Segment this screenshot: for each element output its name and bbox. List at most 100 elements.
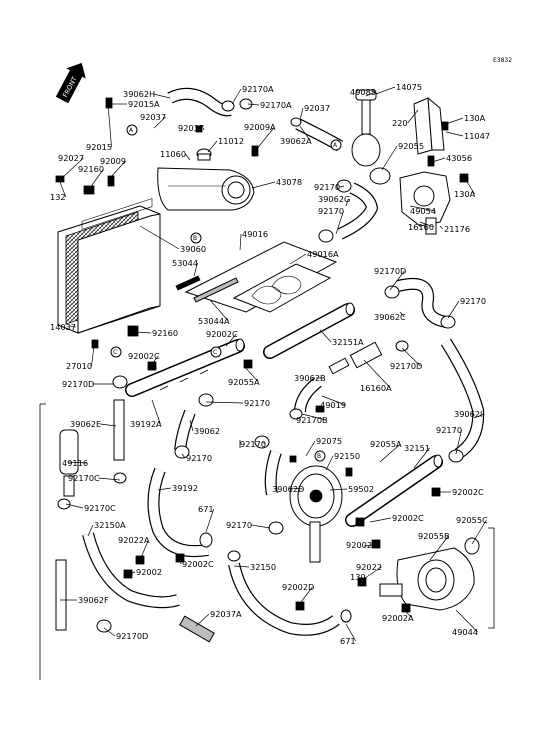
marker-b-left: B (193, 235, 197, 242)
leader-line (455, 429, 462, 455)
leader-line (365, 91, 376, 97)
leader-line (369, 517, 392, 523)
marker-a-right: A (333, 142, 338, 149)
part-number-label: 92002D (282, 582, 314, 592)
part-drawings: E3832 FRONT (39, 57, 512, 680)
leader-line (107, 103, 112, 148)
part-number-label: 92170B (296, 415, 328, 425)
part-number-label: 92170D (374, 266, 406, 276)
part-number-label: 39062 (194, 426, 220, 436)
part-number-label: 132 (50, 192, 66, 202)
part-number-label: 92150 (334, 451, 360, 461)
part-number-label: 92002C (392, 513, 424, 523)
part-number-label: 16160A (360, 383, 392, 393)
leader-line (243, 365, 259, 383)
part-number-label: 49085 (350, 87, 376, 97)
part-number-label: 130A (464, 113, 486, 123)
pipe-cap (179, 615, 215, 643)
leader-line (345, 623, 357, 642)
leader-line (289, 253, 307, 265)
leader-line (247, 103, 260, 106)
leader-line (153, 116, 166, 129)
part-number-label: 39192 (172, 483, 198, 493)
part-number-label: 92002C (206, 329, 238, 339)
part-number-label: 49019 (320, 400, 346, 410)
marker-b-right: B (317, 453, 321, 460)
part-number-label: 92037 (140, 112, 166, 122)
leader-line (335, 210, 344, 235)
leader-line (153, 93, 171, 99)
leader-line (381, 145, 398, 171)
part-number-label: 49016A (307, 249, 339, 259)
reference-markers: A A B B C C (110, 124, 342, 462)
part-number-label: 92002C (128, 351, 160, 361)
leader-line (319, 329, 332, 343)
part-number-label: 92055C (456, 515, 488, 525)
leader-line (399, 311, 405, 318)
marker-c-right: C (213, 349, 217, 356)
diagram-code: E3832 (493, 57, 512, 64)
leader-line (139, 225, 180, 250)
leader-line (149, 355, 159, 367)
leader-line (473, 413, 485, 419)
leader-line (345, 198, 349, 207)
water-pipe-right (345, 454, 443, 527)
bypass-pipes (55, 399, 125, 631)
leader-line (329, 488, 348, 491)
leader-line (195, 613, 210, 627)
water-pipe-upper (263, 302, 355, 359)
part-number-label: 49016 (242, 229, 268, 239)
o-ring-pump (464, 537, 480, 555)
part-number-label: 92009 (100, 156, 126, 166)
leader-line (100, 423, 117, 427)
part-number-label: 39062E (70, 419, 101, 429)
part-number-label: 92055A (370, 439, 402, 449)
leader-line (389, 270, 405, 291)
reservoir-tank (157, 167, 255, 211)
part-number-label: 11012 (218, 136, 244, 146)
bolts (55, 97, 469, 613)
part-number-label: 39192A (130, 419, 162, 429)
part-number-label: 39062G (318, 194, 350, 204)
part-number-label: 32150 (250, 562, 276, 572)
leader-line (419, 221, 434, 228)
part-number-label: 92027 (58, 153, 84, 163)
part-number-label: 671 (340, 636, 356, 646)
part-number-label: 39062F (78, 595, 109, 605)
leader-line (209, 299, 229, 322)
part-number-label: 671 (198, 504, 214, 514)
part-number-label: 32151A (332, 337, 364, 347)
leader-line (409, 205, 436, 212)
leader-line (205, 508, 215, 533)
leader-line (375, 86, 396, 95)
part-number-label: 92170 (240, 439, 266, 449)
part-number-label: 14075 (396, 82, 422, 92)
part-number-label: 92037A (210, 609, 242, 619)
part-number-label: 92170 (314, 182, 340, 192)
thermostat-housing-small (328, 341, 383, 375)
water-pump (379, 547, 475, 611)
leader-line (251, 524, 271, 529)
part-number-label: 92170 (436, 425, 462, 435)
part-number-label: 92160 (152, 328, 178, 338)
part-number-label: 27010 (66, 361, 92, 371)
part-number-label: 92002C (452, 487, 484, 497)
leader-line (363, 359, 391, 389)
leader-line (231, 88, 242, 105)
part-number-label: 53044A (198, 316, 230, 326)
part-number-label: 92022 (356, 562, 382, 572)
part-number-label: 32150A (94, 520, 126, 530)
part-number-label: 39062A (280, 136, 312, 146)
leader-line (439, 225, 444, 230)
part-number-label: 39062C (374, 312, 406, 322)
part-number-label: 11047 (464, 131, 490, 141)
leader-line (401, 347, 421, 367)
radiator (57, 198, 161, 334)
leader-line (89, 168, 104, 189)
part-number-label: 92170A (242, 84, 274, 94)
leader-line (251, 181, 276, 189)
part-number-label: 92002C (182, 559, 214, 569)
thermal-plate (175, 241, 338, 313)
